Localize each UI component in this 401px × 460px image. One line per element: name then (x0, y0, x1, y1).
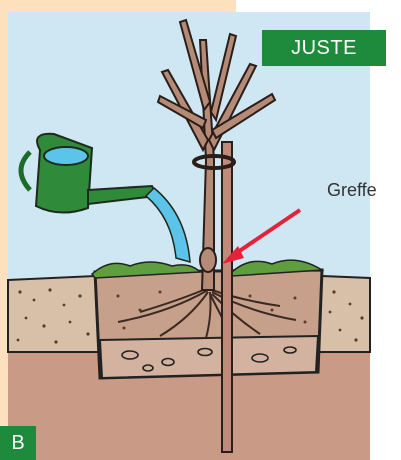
side-panel-left (0, 0, 8, 460)
ground-left (8, 276, 100, 352)
graft-union (200, 248, 216, 272)
status-badge: JUSTE (262, 30, 386, 66)
side-panel (0, 0, 236, 12)
planting-hole-bottom (100, 336, 318, 378)
stake-icon (222, 142, 232, 452)
ground-right (318, 276, 370, 352)
panel-letter-badge: B (0, 426, 36, 460)
graft-label: Greffe (327, 180, 377, 201)
